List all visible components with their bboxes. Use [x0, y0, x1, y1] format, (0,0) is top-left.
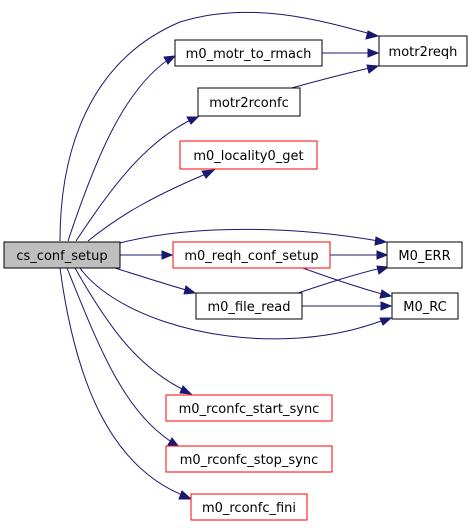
edge-m0-file-read-to-m0-rc	[302, 301, 393, 311]
edge-m0-reqh-conf-setup-to-m0-rc	[299, 266, 393, 299]
edge-m0-file-read-to-m0-err	[294, 265, 390, 295]
nodes: cs_conf_setup m0_motr_to_rmach motr2reqh…	[3, 35, 468, 521]
node-m0-reqh-conf-setup[interactable]: m0_reqh_conf_setup	[172, 241, 331, 269]
edge-cs-conf-setup-to-m0-file-read	[114, 267, 197, 295]
node-label-m0-rconfc-fini: m0_rconfc_fini	[202, 501, 296, 516]
node-label-m0-rc: M0_RC	[403, 300, 446, 315]
node-label-m0-motr-to-rmach: m0_motr_to_rmach	[186, 47, 312, 62]
edge-cs-conf-setup-to-m0-reqh-conf-setup	[120, 250, 174, 260]
edge-motr2rconfc-to-motr2reqh	[287, 64, 380, 90]
edge-m0-motr-to-rmach-to-motr2reqh	[322, 48, 380, 58]
node-label-motr2reqh: motr2reqh	[389, 45, 458, 60]
edge-cs-conf-setup-to-m0-rconfc-stop-sync	[66, 267, 181, 448]
node-label-m0-reqh-conf-setup: m0_reqh_conf_setup	[184, 249, 318, 264]
node-cs-conf-setup[interactable]: cs_conf_setup	[3, 241, 121, 269]
edge-cs-conf-setup-to-m0-locality0-get	[87, 169, 216, 242]
edge-cs-conf-setup-to-motr2reqh	[59, 11, 380, 242]
edge-cs-conf-setup-to-m0-err-direct	[119, 228, 388, 246]
node-label-cs-conf-setup: cs_conf_setup	[16, 249, 107, 264]
edge-m0-reqh-conf-setup-to-m0-err	[330, 250, 389, 260]
node-m0-rconfc-fini[interactable]: m0_rconfc_fini	[190, 493, 308, 521]
node-label-m0-file-read: m0_file_read	[207, 300, 290, 315]
node-m0-file-read[interactable]: m0_file_read	[195, 292, 303, 320]
node-m0-motr-to-rmach[interactable]: m0_motr_to_rmach	[174, 39, 323, 67]
node-label-m0-locality0-get: m0_locality0_get	[193, 149, 303, 164]
node-m0-rconfc-start-sync[interactable]: m0_rconfc_start_sync	[165, 394, 333, 422]
edge-cs-conf-setup-to-m0-rc-direct	[79, 267, 393, 340]
edge-cs-conf-setup-to-m0-rconfc-fini	[59, 267, 193, 500]
node-m0-rconfc-stop-sync[interactable]: m0_rconfc_stop_sync	[165, 445, 333, 473]
node-label-m0-rconfc-start-sync: m0_rconfc_start_sync	[179, 402, 320, 417]
node-label-m0-rconfc-stop-sync: m0_rconfc_stop_sync	[180, 453, 319, 468]
node-label-motr2rconfc: motr2rconfc	[209, 96, 288, 111]
edges	[59, 11, 393, 500]
node-motr2rconfc[interactable]: motr2rconfc	[197, 87, 301, 117]
node-label-m0-err: M0_ERR	[398, 249, 450, 264]
node-m0-rc[interactable]: M0_RC	[391, 292, 459, 320]
node-m0-err[interactable]: M0_ERR	[386, 241, 463, 269]
node-m0-locality0-get[interactable]: m0_locality0_get	[179, 140, 318, 170]
edge-cs-conf-setup-to-m0-rconfc-start-sync	[74, 267, 193, 395]
node-motr2reqh[interactable]: motr2reqh	[378, 35, 468, 67]
edge-cs-conf-setup-to-motr2rconfc	[75, 116, 200, 242]
edge-cs-conf-setup-to-m0-motr-to-rmach	[67, 55, 177, 242]
